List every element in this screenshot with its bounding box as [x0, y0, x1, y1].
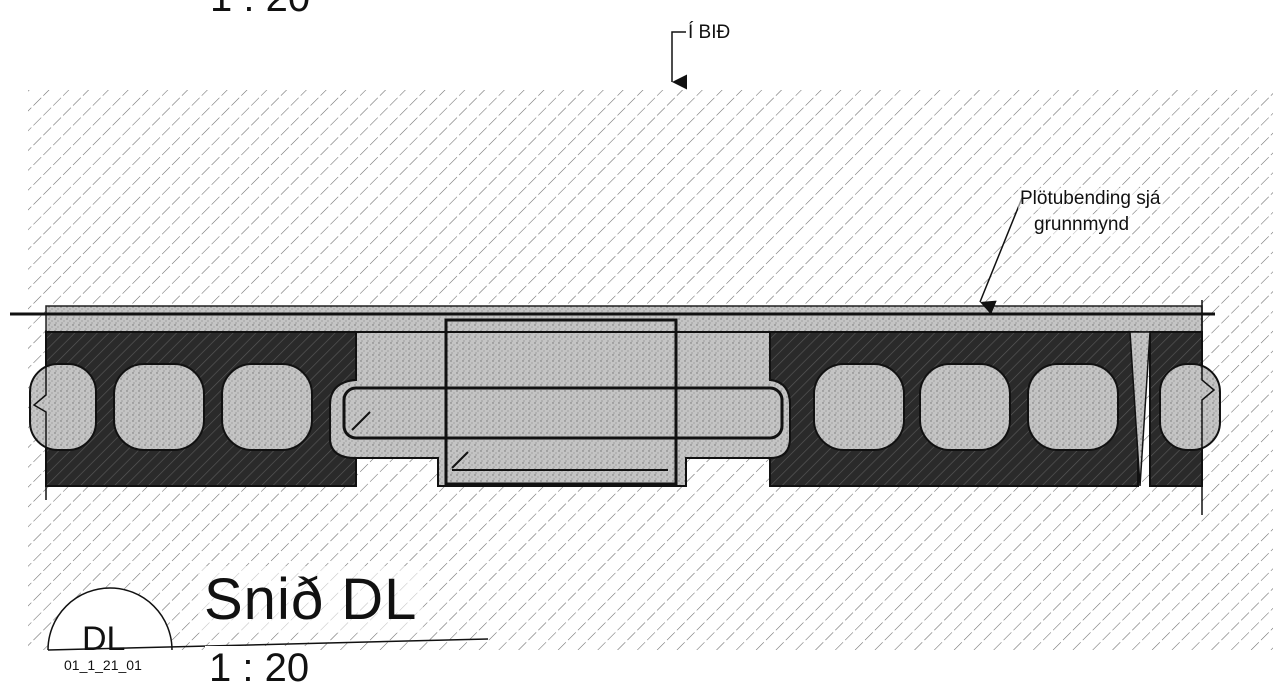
- note-line-2: grunnmynd: [1032, 214, 1132, 236]
- section-scale: 1 : 20: [205, 646, 314, 691]
- break-line-icon: [1201, 300, 1216, 515]
- hollow-core: [919, 363, 1011, 451]
- sheet-reference: 01_1_21_01: [64, 657, 142, 673]
- hollow-core: [1027, 363, 1119, 451]
- break-line-icon: [32, 330, 47, 500]
- section-tag-line: [47, 638, 489, 651]
- section-tag: DL: [82, 620, 126, 658]
- rebar-hook: [451, 451, 469, 469]
- rebar-hook: [351, 411, 371, 431]
- section-tag-circle: [47, 587, 173, 651]
- slab-joint: [1129, 331, 1151, 487]
- cut-off-code: ▪ ▪ ▪: [58, 0, 153, 15]
- leader-arrow-icon: [979, 197, 1023, 315]
- cut-off-scale: 1 : 20: [210, 0, 310, 21]
- hollow-core: [1159, 363, 1221, 451]
- in-wait-label: Í BIÐ: [688, 22, 731, 43]
- hollow-core: [29, 363, 97, 451]
- hollow-core: [221, 363, 313, 451]
- hollow-cores: [29, 363, 1221, 451]
- section-title: Snið DL: [198, 566, 424, 633]
- beam-outline: [444, 318, 678, 486]
- hollow-core: [113, 363, 205, 451]
- hollow-core: [813, 363, 905, 451]
- leader-arrow-icon: [671, 31, 687, 90]
- note-line-1: Plötubending sjá: [1018, 188, 1163, 210]
